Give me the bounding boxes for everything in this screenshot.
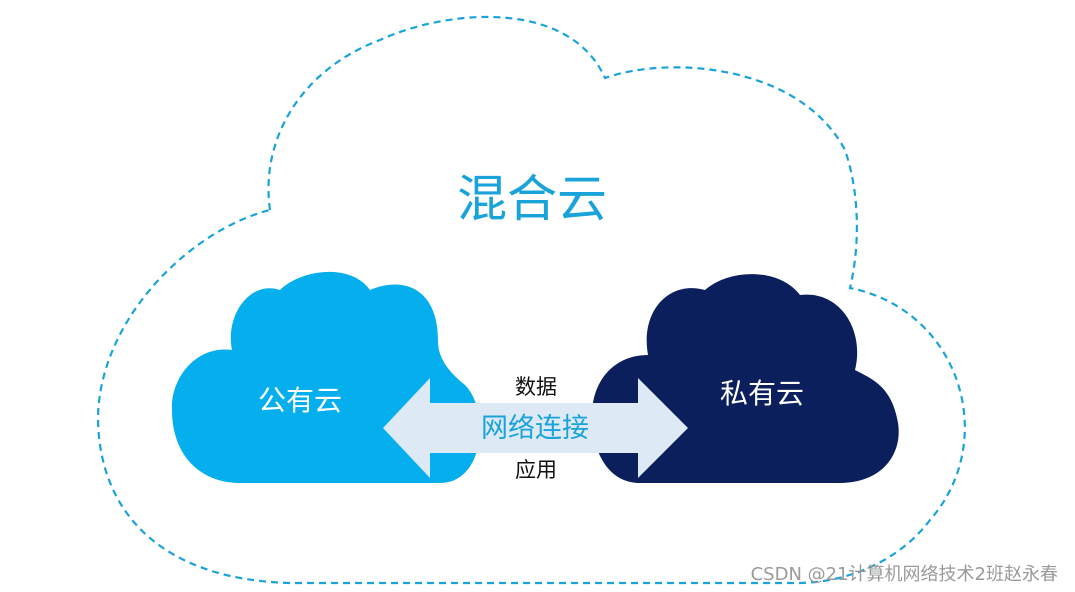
public-cloud-label: 公有云	[258, 384, 342, 417]
private-cloud-label: 私有云	[720, 377, 804, 410]
data-label: 数据	[515, 375, 557, 399]
network-connection-arrow	[383, 378, 688, 478]
watermark-text: CSDN @21计算机网络技术2班赵永春	[751, 564, 1058, 585]
diagram-title: 混合云	[457, 170, 607, 228]
application-label: 应用	[515, 458, 557, 482]
network-connection-label: 网络连接	[481, 413, 589, 444]
hybrid-cloud-outline	[96, 15, 966, 585]
